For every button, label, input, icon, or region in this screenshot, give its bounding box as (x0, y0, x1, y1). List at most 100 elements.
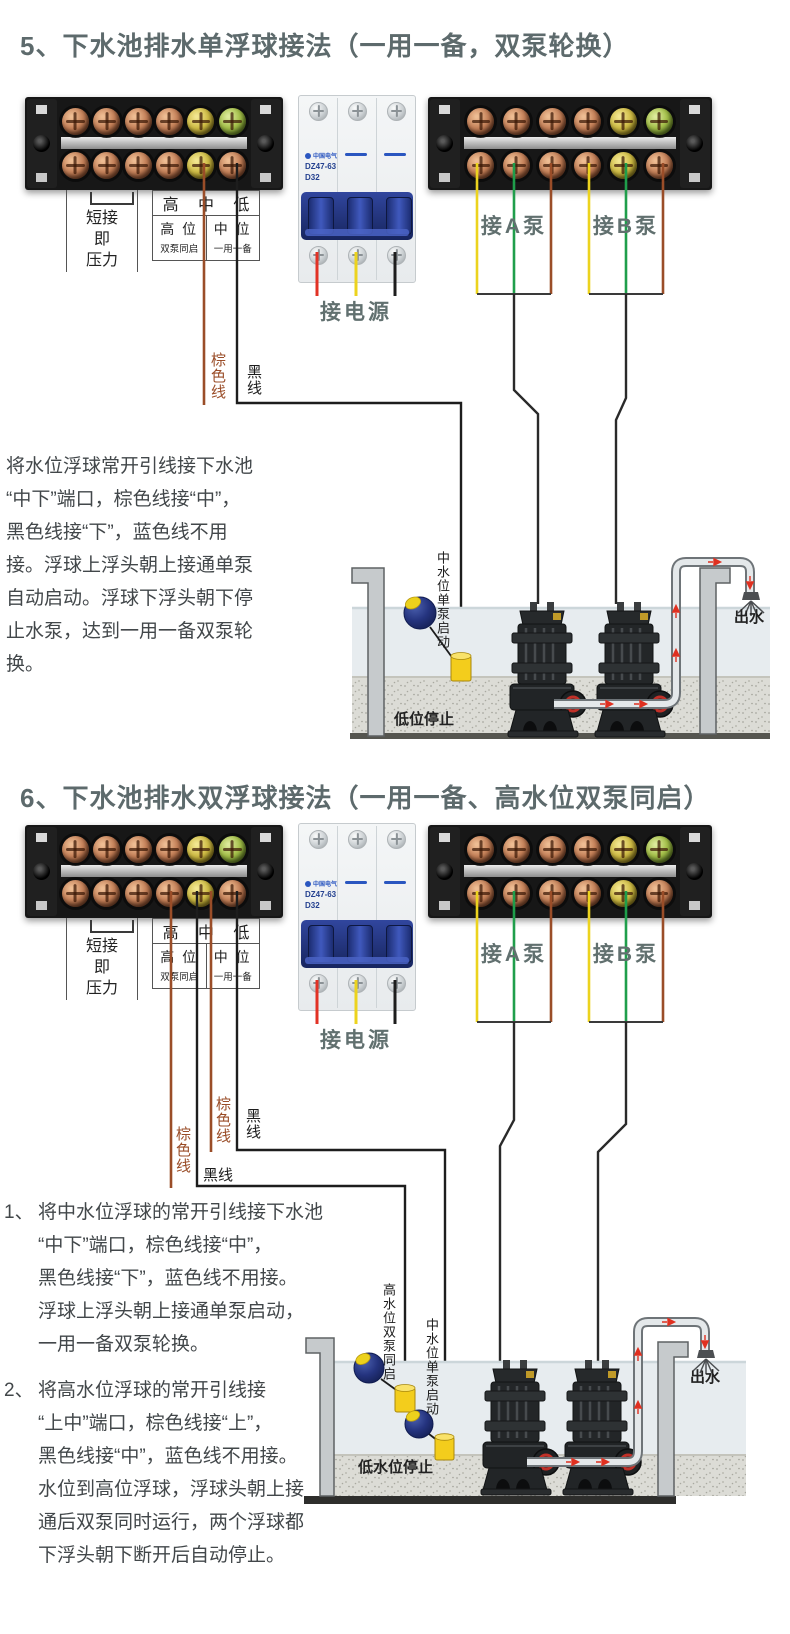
screw-icon (645, 880, 673, 908)
breaker-screw-icon (309, 830, 328, 849)
inner-brown-wire-label-6: 棕色线 (214, 1096, 231, 1144)
breaker-rating: D32 (305, 901, 320, 910)
leader-line (137, 190, 138, 272)
breaker-brand: 中国电气 (305, 151, 337, 160)
screw-icon (609, 107, 637, 135)
step-item: 2、 将高水位浮球的常开引线接 “上中”端口，棕色线接“上”， 黑色线接“中”，… (4, 1374, 356, 1572)
power-label-6: 接电源 (320, 1029, 392, 1052)
level-low: 低 (233, 197, 250, 214)
leader-line (66, 190, 67, 272)
circuit-breaker-5: 中国电气 DZ47-63 D32 (298, 95, 416, 283)
screw-icon (187, 107, 215, 135)
breaker-screw-icon (387, 102, 406, 121)
tank-bottom (304, 1496, 676, 1504)
outlet-label-5: 出水 (734, 609, 765, 626)
brand-logo-icon (305, 152, 311, 159)
screw-icon (502, 107, 530, 135)
screw-icon (62, 107, 90, 135)
screw-icon (124, 152, 152, 180)
float-ball (353, 1352, 385, 1384)
terminal-endcap (430, 827, 460, 916)
screw-icon (502, 835, 530, 863)
float-weight (394, 1387, 416, 1413)
pump-a-label-6: 接A泵 (480, 943, 548, 966)
jumper-label: 短接 即 压力 (85, 210, 118, 269)
screw-icon (609, 152, 637, 180)
tank-left-wall (351, 567, 385, 737)
screw-icon (156, 880, 184, 908)
step-text: 将高水位浮球的常开引线接 “上中”端口，棕色线接“上”， 黑色线接“中”，蓝色线… (38, 1380, 305, 1566)
float-weight (450, 655, 472, 682)
jumper-bracket (90, 192, 134, 205)
screw-icon (538, 835, 566, 863)
screw-icon (156, 835, 184, 863)
screw-icon (574, 880, 602, 908)
low-stop-label-6: 低水位停止 (358, 1459, 434, 1476)
pump-b (593, 600, 675, 739)
low-stop-label-5: 低位停止 (394, 711, 455, 728)
screw-icon (467, 152, 495, 180)
screw-icon (156, 107, 184, 135)
screw-icon (62, 152, 90, 180)
pump-a-cable (498, 1022, 516, 1362)
level-mid: 中 (197, 197, 214, 214)
screw-icon (609, 835, 637, 863)
breaker-screw-icon (348, 246, 367, 265)
screw-icon (502, 880, 530, 908)
inner-black-wire-label-6: 黑线 (244, 1108, 261, 1140)
pump-b-label-5: 接B泵 (592, 215, 660, 238)
step-item: 1、 将中水位浮球的常开引线接下水池 “中下”端口，棕色线接“中”， 黑色线接“… (4, 1196, 356, 1361)
screw-icon (538, 107, 566, 135)
screw-icon (124, 107, 152, 135)
screw-icon (538, 152, 566, 180)
breaker-model: DZ47-63 (305, 162, 337, 171)
screw-icon (93, 152, 121, 180)
brand-dash (384, 881, 406, 884)
float-weight (434, 1436, 455, 1461)
breaker-model: DZ47-63 (305, 890, 337, 899)
mid-float-label-5: 中水位单泵启动 (435, 551, 450, 649)
screw-icon (156, 152, 184, 180)
jumper-label: 短接 即 压力 (85, 938, 118, 997)
power-label-5: 接电源 (320, 301, 392, 324)
mid-pos-sub: 一用一备 (213, 972, 252, 983)
pump-a (506, 600, 588, 739)
screw-icon (93, 835, 121, 863)
mid-pos-sub: 一用一备 (213, 244, 252, 255)
step-number: 1、 (4, 1202, 34, 1223)
high-pos-sub: 双泵同启 (160, 972, 199, 983)
level-high: 高 (162, 925, 179, 942)
pump-b (561, 1358, 643, 1497)
terminal-endcap (27, 99, 57, 188)
screw-icon (62, 835, 90, 863)
breaker-screw-icon (309, 974, 328, 993)
circuit-breaker-6: 中国电气 DZ47-63 D32 (298, 823, 416, 1011)
section5-description: 将水位浮球常开引线接下水池 “中下”端口，棕色线接“中”， 黑色线接“下”，蓝色… (6, 456, 254, 675)
tank-bottom (350, 733, 770, 739)
breaker-screw-icon (387, 246, 406, 265)
screw-icon (574, 835, 602, 863)
brand-dash (345, 881, 367, 884)
breaker-brand: 中国电气 (305, 879, 337, 888)
brand-dash (384, 153, 406, 156)
section6-title: 6、下水池排水双浮球接法（一用一备、高水位双泵同启） (20, 783, 711, 813)
screw-icon (538, 880, 566, 908)
breaker-rating: D32 (305, 173, 320, 182)
mid-pos-label: 中 位 (213, 221, 252, 237)
terminal-block-left-5 (25, 97, 283, 190)
brown-wire-label-5: 棕色线 (209, 352, 226, 400)
screw-icon (124, 835, 152, 863)
screw-icon (502, 152, 530, 180)
terminal-endcap (251, 827, 281, 916)
breaker-screw-icon (309, 102, 328, 121)
brand-logo-icon (305, 880, 311, 887)
leader-line (137, 918, 138, 1000)
screw-icon (645, 835, 673, 863)
terminal-block-left-6 (25, 825, 283, 918)
level-table: 高 中 低 高 位 双泵同启 中 位 一用一备 (152, 918, 260, 989)
breaker-screw-icon (387, 974, 406, 993)
breaker-screw-icon (348, 974, 367, 993)
screw-icon (218, 880, 246, 908)
pump-a-cable (512, 294, 540, 604)
